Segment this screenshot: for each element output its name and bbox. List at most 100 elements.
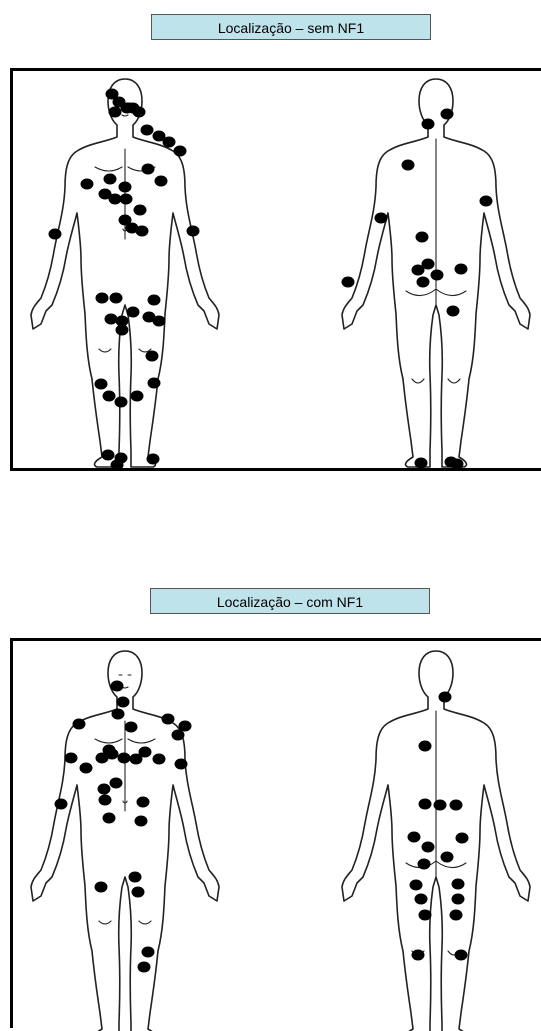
back-marker <box>415 894 428 905</box>
front-marker <box>175 759 188 770</box>
back-marker <box>452 879 465 890</box>
back-marker <box>441 852 454 863</box>
front-marker <box>96 293 109 304</box>
front-marker <box>137 797 150 808</box>
back-marker <box>456 833 469 844</box>
front-marker <box>49 229 62 240</box>
back-marker <box>416 232 429 243</box>
front-marker <box>104 174 117 185</box>
back-marker <box>375 213 388 224</box>
front-marker <box>105 314 118 325</box>
back-marker <box>434 800 447 811</box>
back-marker <box>452 894 465 905</box>
front-marker <box>115 397 128 408</box>
front-marker <box>162 714 175 725</box>
front-marker <box>142 164 155 175</box>
back-marker <box>402 160 415 171</box>
body-figures <box>31 651 530 1031</box>
front-marker <box>95 379 108 390</box>
front-marker <box>103 813 116 824</box>
back-marker <box>415 458 428 469</box>
front-marker <box>163 137 176 148</box>
front-body-outline <box>31 79 219 467</box>
back-marker <box>439 692 452 703</box>
front-marker <box>120 194 133 205</box>
front-marker <box>98 784 111 795</box>
body-map-panel-without-nf1 <box>10 68 541 471</box>
body-map-panel-with-nf1 <box>10 638 541 1028</box>
back-marker <box>342 277 355 288</box>
back-marker <box>419 799 432 810</box>
front-marker <box>172 730 185 741</box>
front-marker <box>142 947 155 958</box>
front-marker <box>80 763 93 774</box>
front-marker <box>118 753 131 764</box>
front-marker <box>111 460 124 471</box>
front-markers <box>49 89 200 471</box>
back-marker <box>455 264 468 275</box>
front-marker <box>95 882 108 893</box>
back-markers <box>342 109 493 470</box>
body-diagram-without-nf1 <box>13 71 541 474</box>
front-marker <box>117 697 130 708</box>
front-marker <box>146 351 159 362</box>
body-diagram-with-nf1 <box>13 641 541 1031</box>
back-marker <box>408 832 421 843</box>
front-marker <box>65 753 78 764</box>
front-marker <box>116 325 129 336</box>
front-marker <box>147 454 160 465</box>
front-marker <box>187 226 200 237</box>
front-markers <box>55 681 192 973</box>
back-marker <box>422 259 435 270</box>
front-marker <box>135 816 148 827</box>
front-marker <box>134 205 147 216</box>
back-marker <box>410 880 423 891</box>
back-marker <box>450 910 463 921</box>
back-marker <box>419 910 432 921</box>
front-marker <box>136 226 149 237</box>
front-marker <box>119 182 132 193</box>
front-marker <box>103 391 116 402</box>
back-marker <box>451 459 464 470</box>
back-marker <box>418 859 431 870</box>
back-marker <box>450 800 463 811</box>
front-marker <box>109 107 122 118</box>
front-marker <box>148 295 161 306</box>
front-marker <box>138 962 151 973</box>
front-marker <box>132 887 145 898</box>
back-marker <box>441 109 454 120</box>
front-marker <box>131 391 144 402</box>
panel-title-with-nf1: Localização – com NF1 <box>150 588 430 614</box>
back-marker <box>422 119 435 130</box>
front-marker <box>174 146 187 157</box>
front-body-outline <box>31 651 219 1031</box>
back-marker <box>412 950 425 961</box>
front-marker <box>55 799 68 810</box>
front-marker <box>110 778 123 789</box>
front-marker <box>127 307 140 318</box>
back-marker <box>431 270 444 281</box>
front-marker <box>141 125 154 136</box>
front-marker <box>110 293 123 304</box>
back-markers <box>408 692 469 961</box>
front-marker <box>179 721 192 732</box>
front-marker <box>112 709 125 720</box>
front-marker <box>102 450 115 461</box>
front-marker <box>148 378 161 389</box>
front-marker <box>106 749 119 760</box>
front-marker <box>99 795 112 806</box>
body-figures <box>31 79 530 467</box>
front-marker <box>129 872 142 883</box>
back-marker <box>480 196 493 207</box>
front-marker <box>155 176 168 187</box>
back-marker <box>419 741 432 752</box>
back-marker <box>417 277 430 288</box>
front-marker <box>81 179 94 190</box>
back-marker <box>455 950 468 961</box>
front-marker <box>73 719 86 730</box>
back-marker <box>422 842 435 853</box>
front-marker <box>133 107 146 118</box>
back-body-details <box>406 139 466 383</box>
front-marker <box>153 316 166 327</box>
front-marker <box>153 754 166 765</box>
